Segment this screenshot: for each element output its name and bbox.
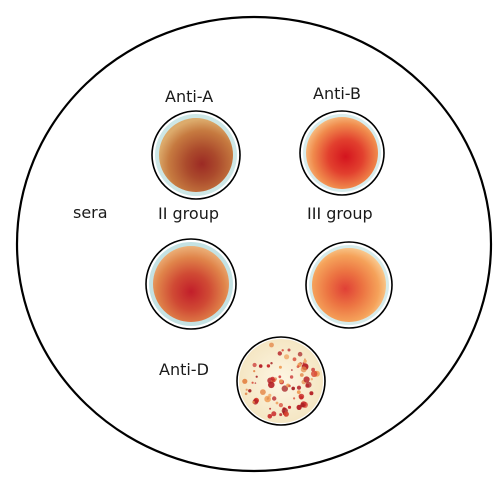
agglutination-dot — [259, 364, 263, 368]
agglutination-dot — [279, 379, 283, 383]
label-anti-b: Anti-B — [313, 86, 361, 102]
agglutination-dot — [279, 366, 282, 369]
well-anti-d — [237, 337, 325, 425]
agglutination-dot — [268, 414, 273, 419]
agglutination-dot — [252, 382, 254, 384]
agglutination-dot — [300, 403, 305, 408]
agglutination-dot — [291, 387, 295, 391]
agglutination-dot — [271, 411, 276, 416]
agglutination-dot — [293, 357, 297, 361]
agglutination-dot — [260, 389, 266, 395]
agglutination-dot — [309, 391, 313, 395]
agglutination-dot — [288, 406, 291, 409]
agglutination-dot — [288, 385, 291, 388]
agglutination-dot — [268, 382, 275, 389]
agglutination-dot — [248, 389, 251, 392]
agglutination-dot — [284, 354, 289, 359]
agglutination-dot — [264, 396, 271, 403]
agglutination-dot — [272, 396, 276, 400]
agglutination-dot — [305, 384, 309, 388]
well-group-3 — [306, 242, 392, 328]
agglutination-dot — [271, 377, 275, 381]
agglutination-dot — [282, 349, 284, 351]
label-group-3: III group — [307, 206, 373, 222]
agglutination-dot — [304, 376, 310, 382]
well-anti-a — [152, 111, 240, 199]
agglutination-dot — [253, 363, 257, 367]
agglutination-dot — [297, 365, 300, 368]
agglutination-dot — [288, 349, 291, 352]
agglutination-dot — [278, 375, 281, 378]
label-sera: sera — [73, 205, 108, 221]
agglutination-dot — [290, 375, 293, 378]
agglutination-dot — [246, 389, 248, 391]
agglutination-dot — [303, 360, 306, 363]
agglutination-dot — [270, 362, 272, 364]
agglutination-dot — [269, 408, 271, 410]
agglutination-dot — [279, 403, 283, 407]
agglutination-dot — [298, 352, 303, 357]
agglutination-dot — [297, 390, 301, 394]
agglutination-dot — [256, 376, 258, 378]
agglutination-dot — [311, 371, 317, 377]
label-anti-a: Anti-A — [165, 89, 213, 105]
agglutination-dot — [276, 402, 279, 405]
label-anti-d: Anti-D — [159, 362, 209, 378]
agglutination-dot — [269, 343, 274, 348]
agglutination-dot — [255, 382, 257, 384]
agglutination-dot — [278, 351, 282, 355]
agglutination-dot — [267, 364, 270, 367]
agglutination-dot — [301, 366, 307, 372]
agglutination-dot — [284, 412, 289, 417]
agglutination-dot — [300, 373, 304, 377]
agglutination-dot — [252, 401, 255, 404]
label-group-2: II group — [158, 206, 219, 222]
well-group-2 — [146, 239, 236, 329]
agglutination-dot — [279, 413, 282, 416]
agglutination-dot — [253, 370, 255, 372]
agglutination-dot — [293, 397, 295, 399]
agglutination-dot — [242, 379, 247, 384]
agglutination-dot — [291, 369, 293, 371]
well-anti-b — [300, 111, 384, 195]
agglutination-dot — [311, 378, 313, 380]
agglutination-dot — [299, 394, 305, 400]
agglutination-dot — [245, 393, 248, 396]
agglutination-dot — [297, 386, 301, 390]
